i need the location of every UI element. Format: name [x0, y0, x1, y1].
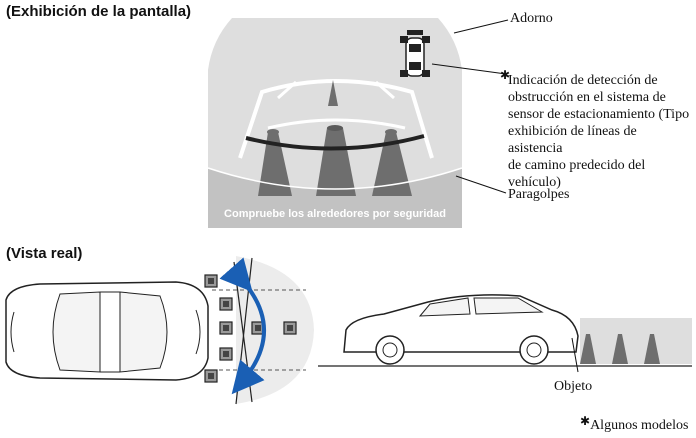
cone-right: [372, 129, 412, 196]
car-top-view: [5, 281, 209, 381]
trim-left: [208, 18, 232, 70]
camera-screen: [207, 18, 463, 228]
callout-sensor-block: ✱ Indicación de detección de obstrucción…: [500, 68, 694, 191]
real-cones: [580, 334, 660, 364]
screen-display-heading: (Exhibición de la pantalla): [6, 3, 192, 20]
callout-sensor-line2: obstrucción en el sistema de: [508, 90, 666, 105]
sensor-zone: [236, 256, 314, 404]
footnote: ✱Algunos modelos: [580, 414, 689, 434]
leader-trim: [453, 19, 509, 34]
guide-inner-line: [267, 118, 406, 130]
sensor-sweep-arrow: [219, 257, 266, 395]
rear-wall: [580, 318, 692, 364]
callout-sensor-line1: ✱ Indicación de detección de: [500, 68, 658, 88]
callout-sensor-line5: de camino predecido del: [508, 158, 646, 173]
cone-center: [316, 80, 356, 196]
leader-bumper: [455, 175, 507, 194]
footnote-marker-icon: ✱: [500, 68, 511, 82]
trim-right: [438, 18, 462, 70]
callout-sensor-line4: exhibición de líneas de asistencia: [508, 124, 637, 156]
footnote-text: Algunos modelos: [590, 418, 689, 433]
guide-outer-line: [238, 79, 434, 159]
callout-trim: Adorno: [510, 11, 553, 26]
sensor-indicator-icon: [400, 30, 430, 77]
screen-safety-caption: Compruebe los alrededores por seguridad: [224, 208, 446, 220]
footnote-marker-icon: ✱: [580, 414, 591, 428]
callout-object: Objeto: [554, 379, 593, 394]
callout-bumper: Paragolpes: [508, 187, 570, 202]
guide-ticks: [277, 80, 395, 100]
callout-sensor-line6: vehículo): [508, 175, 561, 190]
callout-sensor-line3: sensor de estacionamiento (Tipo: [508, 107, 690, 122]
leader-object: [571, 337, 579, 373]
car-side-view: [318, 294, 692, 367]
bumper-band: [208, 168, 462, 228]
leader-sensor: [431, 63, 507, 75]
real-view-heading: (Vista real): [6, 245, 83, 262]
predicted-path-line: [245, 134, 425, 151]
cone-left: [258, 129, 292, 196]
